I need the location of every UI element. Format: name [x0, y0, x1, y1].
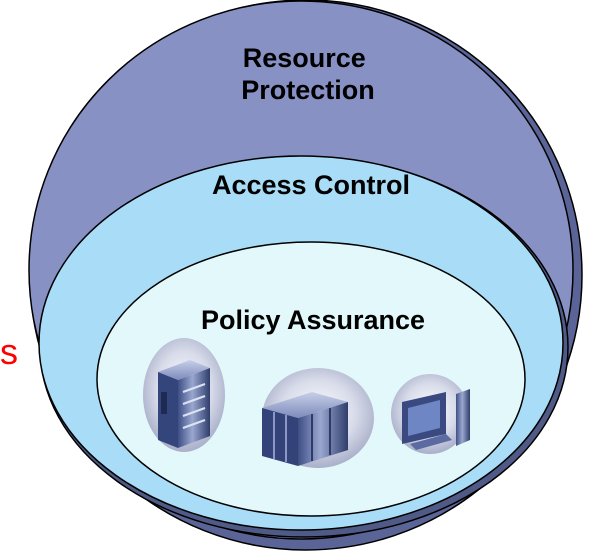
- mainframe-cabinets-icon: [262, 368, 374, 468]
- access-control-label: Access Control: [212, 170, 410, 200]
- workstation-icon: [391, 374, 470, 454]
- server-rack-icon: [143, 338, 225, 452]
- cropped-side-text: s: [0, 331, 18, 372]
- policy-assurance-label: Policy Assurance: [201, 305, 425, 335]
- resource-protection-label: Resource Protection: [241, 43, 375, 105]
